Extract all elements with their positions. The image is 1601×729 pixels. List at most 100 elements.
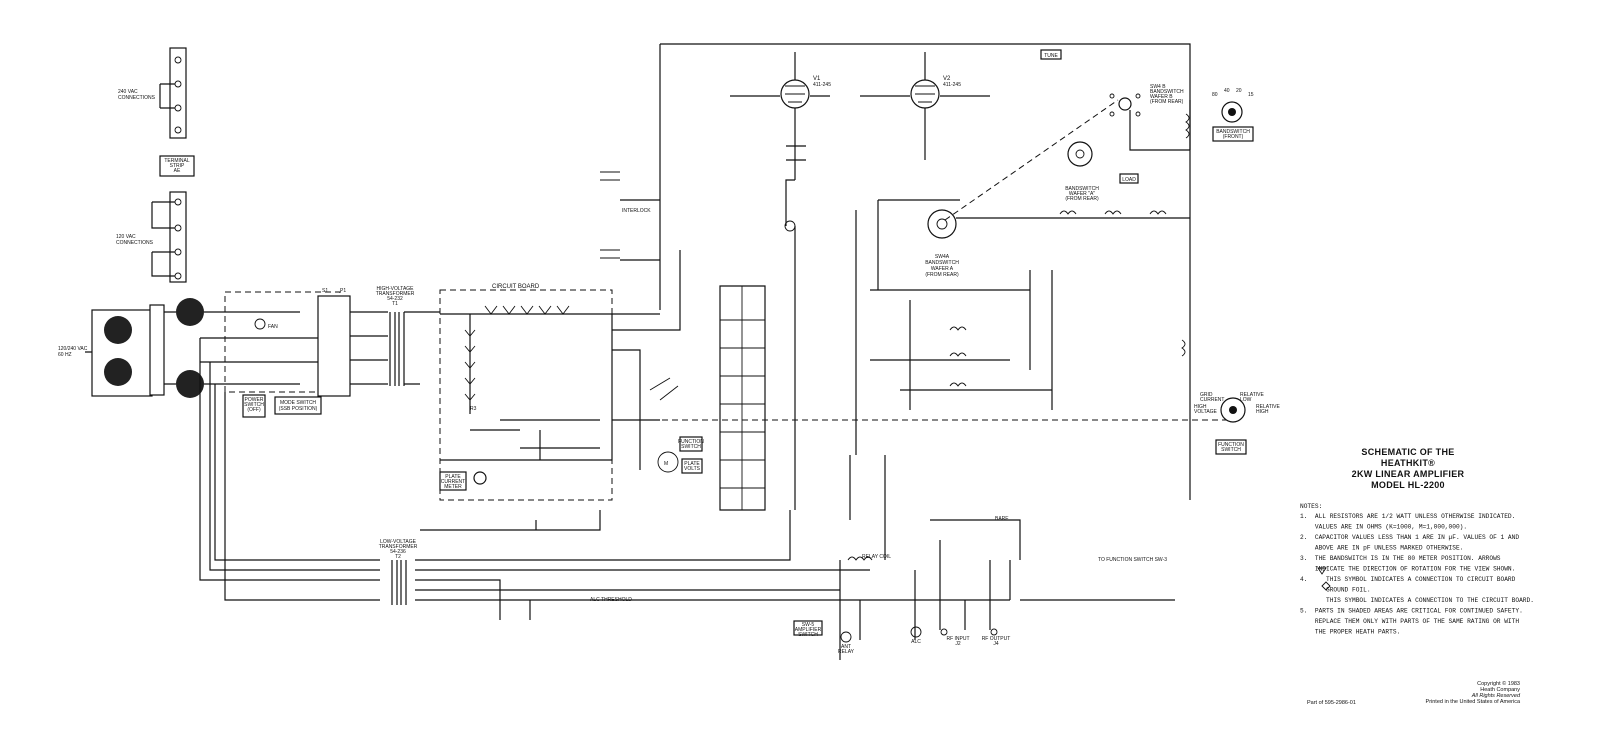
svg-text:411-245: 411-245 <box>943 82 961 88</box>
note-line: INDICATE THE DIRECTION OF ROTATION FOR T… <box>1300 566 1515 573</box>
svg-text:Printed in the United States o: Printed in the United States of America <box>1426 699 1521 705</box>
note-line: GROUND FOIL. <box>1300 587 1371 594</box>
svg-text:80: 80 <box>1212 92 1218 98</box>
svg-text:All Rights Reserved: All Rights Reserved <box>1471 693 1521 699</box>
tube-v1: V1 411-245 <box>780 76 831 109</box>
to-function-switch-label: TO FUNCTION SWITCH SW-3 <box>1098 557 1167 563</box>
note-line: VALUES ARE IN OHMS (K=1000, M=1,000,000)… <box>1300 524 1467 531</box>
interlock-label: INTERLOCK <box>622 208 651 214</box>
note-line: 4. THIS SYMBOL INDICATES A CONNECTION TO… <box>1300 576 1516 583</box>
svg-text:Copyright © 1983: Copyright © 1983 <box>1477 680 1520 687</box>
capacitor-bank <box>719 285 766 511</box>
label-240-vac: 240 VAC CONNECTIONS <box>118 89 156 101</box>
svg-text:40: 40 <box>1224 88 1230 94</box>
lower-wiring <box>199 338 1191 660</box>
svg-text:MODEL HL-2200: MODEL HL-2200 <box>1371 480 1445 490</box>
svg-text:TUNE: TUNE <box>1044 53 1058 59</box>
notes-block: NOTES: 1. ALL RESISTORS ARE 1/2 WATT UNL… <box>1300 503 1534 636</box>
note-line: 5. PARTS IN SHADED AREAS ARE CRITICAL FO… <box>1300 608 1523 615</box>
svg-text:15: 15 <box>1248 92 1254 98</box>
bandswitch-knob: 80 40 20 15 <box>1212 88 1254 123</box>
svg-text:411-245: 411-245 <box>813 82 831 88</box>
mode-switch-label: MODE SWITCH(SSB POSITION) <box>274 396 322 415</box>
tune-label: TUNE <box>1040 49 1062 60</box>
alc-label: ALC <box>911 639 921 645</box>
svg-text:BANDSWITCH(FRONT): BANDSWITCH(FRONT) <box>1216 129 1250 140</box>
note-line: THIS SYMBOL INDICATES A CONNECTION TO TH… <box>1300 597 1534 604</box>
tank-circuit <box>855 113 1190 455</box>
label-120-vac: 120 VAC CONNECTIONS <box>116 234 154 246</box>
svg-text:R3: R3 <box>470 406 477 412</box>
svg-text:LOAD: LOAD <box>1122 177 1136 183</box>
note-line: ABOVE ARE IN pF UNLESS MARKED OTHERWISE. <box>1300 545 1463 552</box>
note-line: 1. ALL RESISTORS ARE 1/2 WATT UNLESS OTH… <box>1300 513 1515 520</box>
svg-text:20: 20 <box>1236 88 1242 94</box>
board-connection-symbol <box>1321 581 1331 591</box>
relay-coil-label: RELAY COIL <box>862 554 891 560</box>
note-line: 2. CAPACITOR VALUES LESS THAN 1 ARE IN µ… <box>1300 534 1519 541</box>
bandswitch-front-label: BANDSWITCH(FRONT) <box>1212 126 1254 142</box>
note-line: REPLACE THEM ONLY WITH PARTS OF THE SAME… <box>1300 618 1519 625</box>
terminal-strip-120 <box>151 191 187 283</box>
circuit-board-label: CIRCUIT BOARD <box>492 284 540 290</box>
svg-text:NOTES:: NOTES: <box>1300 503 1322 510</box>
bare-label: BARE <box>995 516 1009 522</box>
copyright-block: Copyright © 1983 Heath Company All Right… <box>1426 680 1521 705</box>
tube-wiring <box>600 43 1191 510</box>
svg-text:HEATHKIT®: HEATHKIT® <box>1381 458 1435 468</box>
svg-text:Heath Company: Heath Company <box>1480 687 1520 693</box>
title-block: SCHEMATIC OF THE HEATHKIT® 2KW LINEAR AM… <box>1352 447 1465 490</box>
svg-text:FAN: FAN <box>268 324 278 330</box>
terminal-strip-240 <box>159 47 187 139</box>
circuit-board: CIRCUIT BOARD R3 <box>439 284 613 501</box>
bandswitch-shaft <box>944 99 1119 221</box>
note-line: 3. THE BANDSWITCH IS IN THE 80 METER POS… <box>1300 555 1501 562</box>
note-line: THE PROPER HEATH PARTS. <box>1300 629 1400 636</box>
svg-text:SCHEMATIC OF THE: SCHEMATIC OF THE <box>1361 447 1454 457</box>
switch-area: FAN S1 P1 <box>200 288 351 397</box>
svg-text:V2: V2 <box>943 76 951 82</box>
svg-text:2KW LINEAR AMPLIFIER: 2KW LINEAR AMPLIFIER <box>1352 469 1465 479</box>
load-label: LOAD <box>1119 173 1139 184</box>
svg-text:S1: S1 <box>322 288 328 294</box>
svg-text:P1: P1 <box>340 288 346 294</box>
alc-threshold-label: ALC THRESHOLD <box>590 597 632 603</box>
part-number: Part of 595-2986-01 <box>1307 700 1356 706</box>
tube-v2: V2 411-245 <box>910 76 961 109</box>
svg-text:MODE SWITCH(SSB POSITION): MODE SWITCH(SSB POSITION) <box>279 400 318 412</box>
